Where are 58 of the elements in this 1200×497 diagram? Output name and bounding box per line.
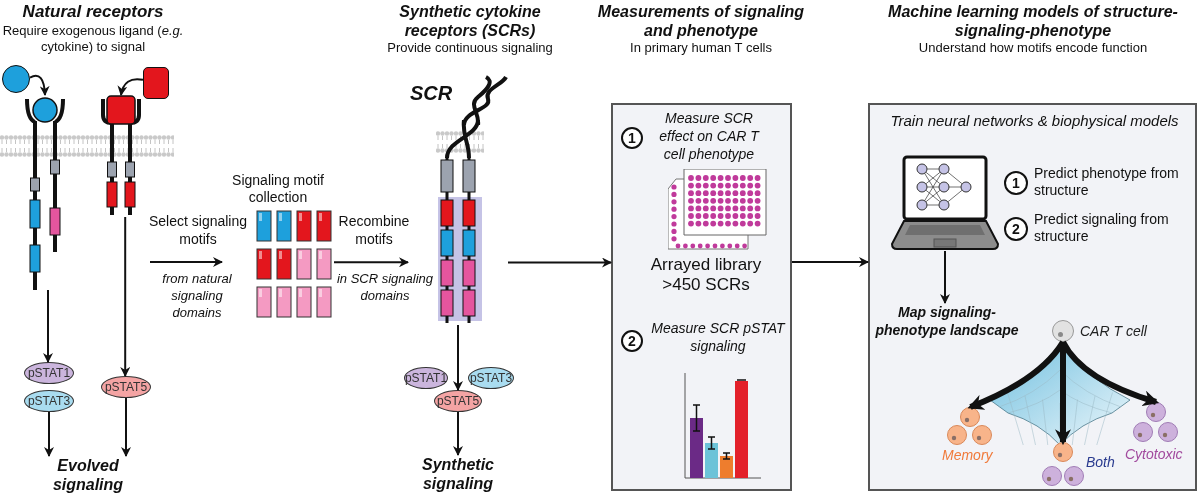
- step-number: 2: [1004, 217, 1028, 241]
- outcome-label: Evolved signaling: [28, 456, 148, 496]
- panel: [611, 103, 792, 491]
- column-title: Natural receptors: [21, 2, 165, 22]
- laptop-icon: [890, 155, 1000, 251]
- arrow: [507, 257, 612, 268]
- panel-text: Train neural networks & biophysical models: [889, 111, 1180, 131]
- arrow: [120, 216, 131, 377]
- edge-note: in SCR signaling domains: [336, 270, 434, 304]
- ligand-square: [143, 67, 169, 99]
- step-number: 2: [621, 330, 643, 352]
- arrow: [1060, 340, 1160, 406]
- cell-cluster-drawing: [1042, 442, 1084, 488]
- panel-text: Measure SCR effect on CAR T cell phenotype: [658, 109, 761, 163]
- column-title: Synthetic cytokine receptors (SCRs): [398, 2, 542, 40]
- receptor-label: SCR: [410, 81, 453, 105]
- arrow: [940, 250, 950, 304]
- arrow: [453, 324, 463, 391]
- panel-text: Predict phenotype from structure: [1034, 165, 1180, 199]
- step-number: 1: [621, 127, 643, 149]
- outcome-label: Synthetic signaling: [410, 455, 506, 495]
- protein-ellipse: pSTAT1: [404, 367, 448, 389]
- arrow: [44, 411, 54, 457]
- protein-ellipse: pSTAT3: [24, 390, 74, 412]
- column-subtitle: Understand how motifs encode function: [917, 40, 1149, 56]
- column-subtitle: In primary human T cells: [629, 40, 773, 56]
- arrow: [149, 257, 223, 267]
- arrow: [333, 257, 409, 268]
- receptor-drawing: [100, 95, 142, 217]
- receptor-drawing: [22, 95, 68, 290]
- column-title: Machine learning models of structure-signaling-phenotype: [887, 2, 1179, 40]
- step-number: 1: [1004, 171, 1028, 195]
- arrow: [453, 411, 463, 456]
- panel-text: Measure SCR pSTAT signaling: [650, 319, 787, 355]
- arrow: [29, 74, 50, 96]
- arrow: [43, 289, 53, 363]
- protein-ellipse: pSTAT3: [468, 367, 514, 389]
- protein-ellipse: pSTAT5: [434, 390, 482, 412]
- cell-type-label: Both: [1086, 453, 1115, 472]
- panel: [868, 103, 1197, 491]
- panel-text: Predict signaling from structure: [1034, 211, 1170, 245]
- cell-type-label: Memory: [942, 446, 993, 465]
- column-title: Measurements of signaling and phenotype: [596, 2, 806, 40]
- arrow: [121, 397, 131, 457]
- section-heading: Signaling motif collection: [231, 172, 325, 206]
- panel-text: Arrayed library >450 SCRs: [649, 255, 763, 295]
- arrow: [117, 78, 144, 96]
- cell-type-label: Cytotoxic: [1125, 445, 1183, 464]
- arrow: [791, 257, 869, 268]
- column-subtitle: Provide continuous signaling: [386, 40, 554, 56]
- cell-cluster-drawing: [947, 407, 994, 447]
- cell-type-label: CAR T cell: [1080, 322, 1147, 341]
- protein-ellipse: pSTAT5: [101, 376, 151, 398]
- outcome-label: Map signaling-phenotype landscape: [872, 303, 1022, 359]
- protein-ellipse: pSTAT1: [24, 362, 74, 384]
- edge-note: from natural signaling domains: [161, 270, 233, 321]
- column-subtitle: Require exogenous ligand (e.g. cytokine) to signal: [1, 23, 185, 55]
- cell-cluster-drawing: [1132, 402, 1180, 444]
